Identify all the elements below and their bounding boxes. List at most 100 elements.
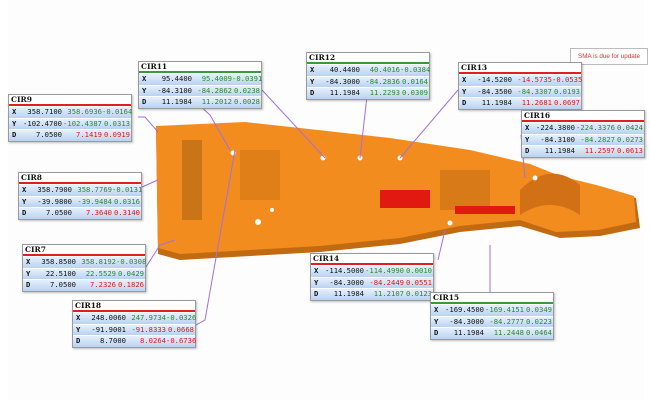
measured-value: 358.6936: [67, 107, 102, 116]
deviation-value: -0.0535: [552, 75, 583, 84]
axis-label: X: [314, 266, 319, 275]
callout-title: CIR8: [19, 173, 141, 184]
measured-value: 11.2293: [369, 88, 400, 97]
nominal-value: -84.3000: [325, 76, 360, 86]
nominal-value: 11.1984: [481, 98, 512, 107]
axis-label: D: [310, 88, 315, 97]
measured-value: 7.1419: [76, 130, 102, 139]
deviation-value: 0.0349: [526, 305, 552, 314]
deviation-value: -0.6736: [166, 336, 197, 345]
axis-label: Y: [310, 76, 315, 86]
measured-value: 358.7769: [77, 185, 112, 194]
callout-row-x: X-14.5200-14.5735-0.0535: [459, 74, 583, 86]
axis-label: X: [434, 305, 439, 314]
nominal-value: -84.3500: [477, 86, 512, 96]
nominal-value: 358.7900: [37, 185, 72, 194]
nominal-value: 11.1984: [453, 328, 484, 337]
deviation-value: 0.0429: [118, 268, 144, 278]
nominal-value: 22.5100: [45, 268, 76, 278]
nominal-value: 7.0500: [46, 208, 72, 217]
callout-title: CIR13: [459, 63, 581, 74]
nominal-value: -39.9800: [37, 196, 72, 206]
axis-label: Y: [525, 134, 530, 144]
part-body: [156, 122, 640, 260]
nominal-value: 358.7100: [27, 107, 62, 116]
axis-label: D: [434, 328, 439, 337]
axis-label: D: [26, 280, 31, 289]
measured-value: -102.4387: [63, 118, 102, 128]
measured-value: -169.4151: [485, 305, 524, 314]
deviation-value: 0.0123: [406, 289, 432, 298]
deviation-value: -0.0308: [116, 257, 147, 266]
deviation-value: 0.0193: [554, 86, 580, 96]
measured-value: -14.5735: [517, 75, 552, 84]
deviation-value: 0.0010: [406, 266, 432, 275]
deviation-value: -0.0391: [232, 74, 263, 83]
axis-label: D: [22, 208, 27, 217]
nominal-value: -84.3000: [449, 316, 484, 326]
nominal-value: -169.4500: [445, 305, 484, 314]
deviation-value: 0.0613: [617, 146, 643, 155]
nominal-value: 11.1984: [329, 88, 360, 97]
nominal-value: 7.0500: [50, 280, 76, 289]
measured-value: -84.2862: [197, 85, 232, 95]
callout-title: CIR16: [522, 111, 644, 122]
deviation-value: 0.0164: [402, 76, 428, 86]
deviation-value: 0.0697: [554, 98, 580, 107]
deviation-value: 0.0273: [617, 134, 643, 144]
axis-label: Y: [26, 268, 31, 278]
deviation-value: 0.3140: [114, 208, 140, 217]
axis-label: Y: [142, 85, 147, 95]
axis-label: D: [12, 130, 17, 139]
nominal-value: 248.0060: [91, 313, 126, 322]
deviation-value: 0.1826: [118, 280, 144, 289]
measured-value: 11.2597: [584, 146, 615, 155]
measured-value: -84.3307: [517, 86, 552, 96]
nominal-value: 11.1984: [544, 146, 575, 155]
nominal-value: 358.8500: [41, 257, 76, 266]
callout-title: CIR7: [23, 245, 145, 256]
deviation-value: 0.0668: [168, 324, 194, 334]
measured-value: 40.4016: [369, 65, 400, 74]
measured-value: -39.9484: [77, 196, 112, 206]
nominal-value: 7.0500: [36, 130, 62, 139]
measured-value: -84.2777: [489, 316, 524, 326]
nominal-value: 8.7000: [100, 336, 126, 345]
callout-title: CIR15: [431, 293, 553, 304]
axis-label: Y: [314, 277, 319, 287]
nominal-value: -84.3100: [157, 85, 192, 95]
axis-label: Y: [22, 196, 27, 206]
callout-title: CIR9: [9, 95, 131, 106]
axis-label: X: [462, 75, 467, 84]
axis-label: Y: [12, 118, 17, 128]
deviation-value: 0.0464: [526, 328, 552, 337]
